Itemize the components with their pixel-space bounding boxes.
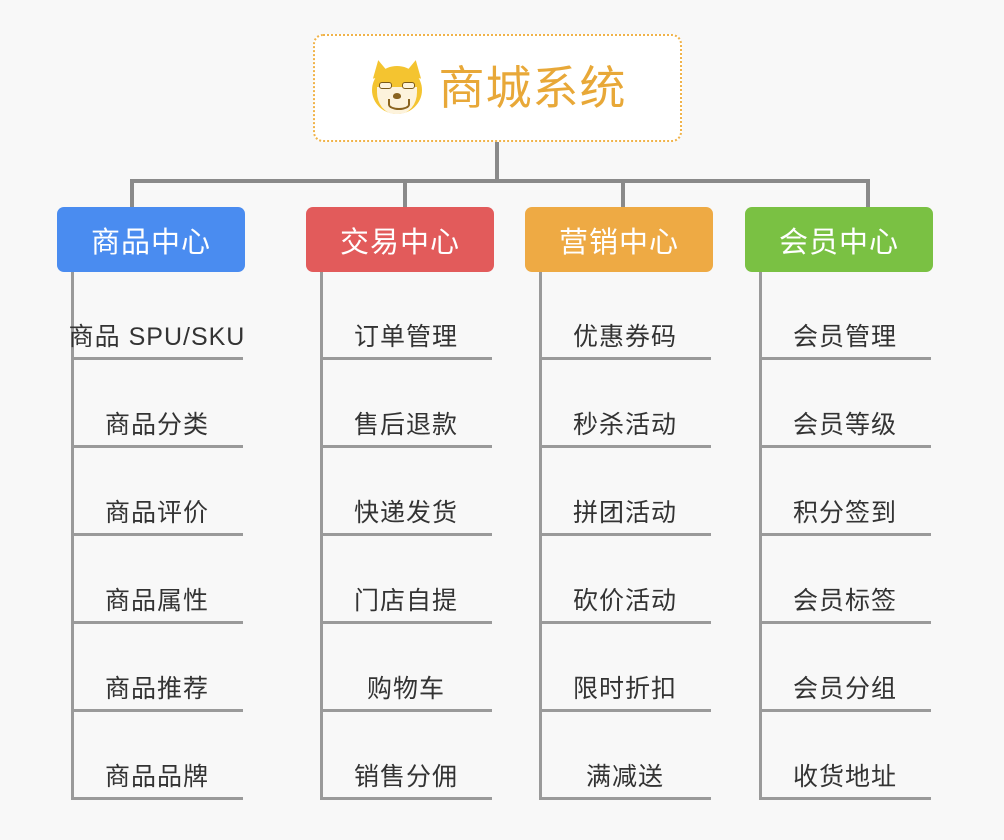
list-item-label: 订单管理 — [353, 323, 458, 351]
list-item-label: 销售分佣 — [353, 763, 458, 791]
shiba-mouth-icon — [387, 99, 410, 110]
list-item-label: 商品推荐 — [104, 675, 209, 703]
list-item[interactable]: 优惠券码 — [539, 272, 711, 360]
list-item-label: 收货地址 — [792, 763, 897, 791]
connector-drop-4 — [866, 179, 870, 207]
list-item-label: 会员标签 — [792, 587, 897, 615]
list-item[interactable]: 商品属性 — [71, 536, 243, 624]
list-item-label: 会员管理 — [792, 323, 897, 351]
column-marketing-center: 营销中心 优惠券码 秒杀活动 拼团活动 砍价活动 限时折扣 满减送 — [525, 207, 713, 800]
list-item-label: 商品分类 — [104, 411, 209, 439]
list-item-label: 快递发货 — [353, 499, 458, 527]
column-trade-center: 交易中心 订单管理 售后退款 快递发货 门店自提 购物车 销售分佣 — [306, 207, 494, 800]
root-node[interactable]: 商城系统 — [313, 34, 682, 142]
column-header-product-center[interactable]: 商品中心 — [57, 207, 245, 272]
list-item[interactable]: 秒杀活动 — [539, 360, 711, 448]
connector-drop-3 — [621, 179, 625, 207]
column-product-center: 商品中心 商品 SPU/SKU 商品分类 商品评价 商品属性 商品推荐 商品品牌 — [57, 207, 245, 800]
list-item[interactable]: 会员标签 — [759, 536, 931, 624]
list-item[interactable]: 拼团活动 — [539, 448, 711, 536]
column-spine — [759, 272, 762, 800]
list-item[interactable]: 售后退款 — [320, 360, 492, 448]
list-item[interactable]: 订单管理 — [320, 272, 492, 360]
column-item-list: 商品 SPU/SKU 商品分类 商品评价 商品属性 商品推荐 商品品牌 — [57, 272, 245, 800]
list-item[interactable]: 收货地址 — [759, 712, 931, 800]
list-item-label: 购物车 — [366, 675, 445, 703]
column-header-label: 会员中心 — [778, 226, 899, 259]
shiba-eye-right-icon — [401, 82, 415, 89]
column-item-list: 订单管理 售后退款 快递发货 门店自提 购物车 销售分佣 — [306, 272, 494, 800]
column-item-list: 会员管理 会员等级 积分签到 会员标签 会员分组 收货地址 — [745, 272, 933, 800]
column-spine — [320, 272, 323, 800]
shiba-nose-icon — [392, 93, 401, 99]
column-spine — [71, 272, 74, 800]
list-item-label: 会员分组 — [792, 675, 897, 703]
column-item-list: 优惠券码 秒杀活动 拼团活动 砍价活动 限时折扣 满减送 — [525, 272, 713, 800]
list-item[interactable]: 砍价活动 — [539, 536, 711, 624]
list-item-label: 满减送 — [585, 763, 664, 791]
list-item-label: 砍价活动 — [572, 587, 677, 615]
list-item[interactable]: 商品分类 — [71, 360, 243, 448]
list-item-label: 门店自提 — [353, 587, 458, 615]
list-item[interactable]: 门店自提 — [320, 536, 492, 624]
list-item[interactable]: 商品推荐 — [71, 624, 243, 712]
connector-drop-2 — [403, 179, 407, 207]
list-item[interactable]: 满减送 — [539, 712, 711, 800]
list-item-label: 商品评价 — [104, 499, 209, 527]
column-spine — [539, 272, 542, 800]
list-item[interactable]: 积分签到 — [759, 448, 931, 536]
list-item-label: 优惠券码 — [572, 323, 677, 351]
list-item[interactable]: 商品 SPU/SKU — [69, 272, 244, 360]
column-header-label: 营销中心 — [558, 226, 679, 259]
list-item[interactable]: 会员分组 — [759, 624, 931, 712]
column-header-trade-center[interactable]: 交易中心 — [306, 207, 494, 272]
list-item-label: 售后退款 — [353, 411, 458, 439]
list-item[interactable]: 销售分佣 — [320, 712, 492, 800]
list-item-label: 商品 SPU/SKU — [68, 323, 246, 351]
list-item-label: 会员等级 — [792, 411, 897, 439]
column-header-label: 交易中心 — [339, 226, 460, 259]
column-header-marketing-center[interactable]: 营销中心 — [525, 207, 713, 272]
connector-root-stem — [495, 142, 499, 181]
shiba-dog-icon — [368, 58, 425, 116]
list-item[interactable]: 商品评价 — [71, 448, 243, 536]
list-item-label: 商品属性 — [104, 587, 209, 615]
list-item[interactable]: 商品品牌 — [71, 712, 243, 800]
list-item[interactable]: 会员等级 — [759, 360, 931, 448]
list-item-label: 拼团活动 — [572, 499, 677, 527]
root-title: 商城系统 — [438, 62, 627, 114]
shiba-eye-left-icon — [378, 82, 392, 89]
list-item-label: 限时折扣 — [572, 675, 677, 703]
connector-drop-1 — [130, 179, 134, 207]
column-header-member-center[interactable]: 会员中心 — [745, 207, 933, 272]
list-item[interactable]: 购物车 — [320, 624, 492, 712]
column-header-label: 商品中心 — [90, 226, 211, 259]
list-item-label: 积分签到 — [792, 499, 897, 527]
list-item[interactable]: 快递发货 — [320, 448, 492, 536]
connector-horizontal-bus — [130, 179, 870, 183]
list-item-label: 商品品牌 — [104, 763, 209, 791]
column-member-center: 会员中心 会员管理 会员等级 积分签到 会员标签 会员分组 收货地址 — [745, 207, 933, 800]
list-item[interactable]: 会员管理 — [759, 272, 931, 360]
list-item[interactable]: 限时折扣 — [539, 624, 711, 712]
list-item-label: 秒杀活动 — [572, 411, 677, 439]
